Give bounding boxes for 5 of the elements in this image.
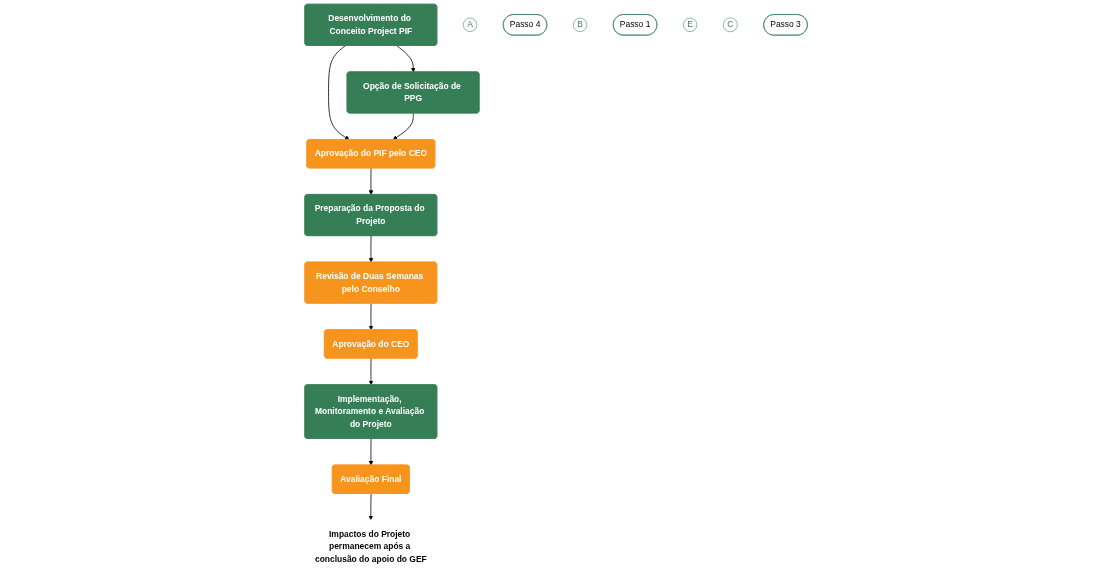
node-circle: C bbox=[723, 17, 738, 33]
node-text: Impactos do Projeto permanecem após a conclusão do apoio do GEF bbox=[315, 529, 428, 564]
node-circle: B bbox=[573, 17, 588, 32]
node-circle: A bbox=[463, 17, 478, 32]
node-circle: E bbox=[683, 17, 698, 32]
